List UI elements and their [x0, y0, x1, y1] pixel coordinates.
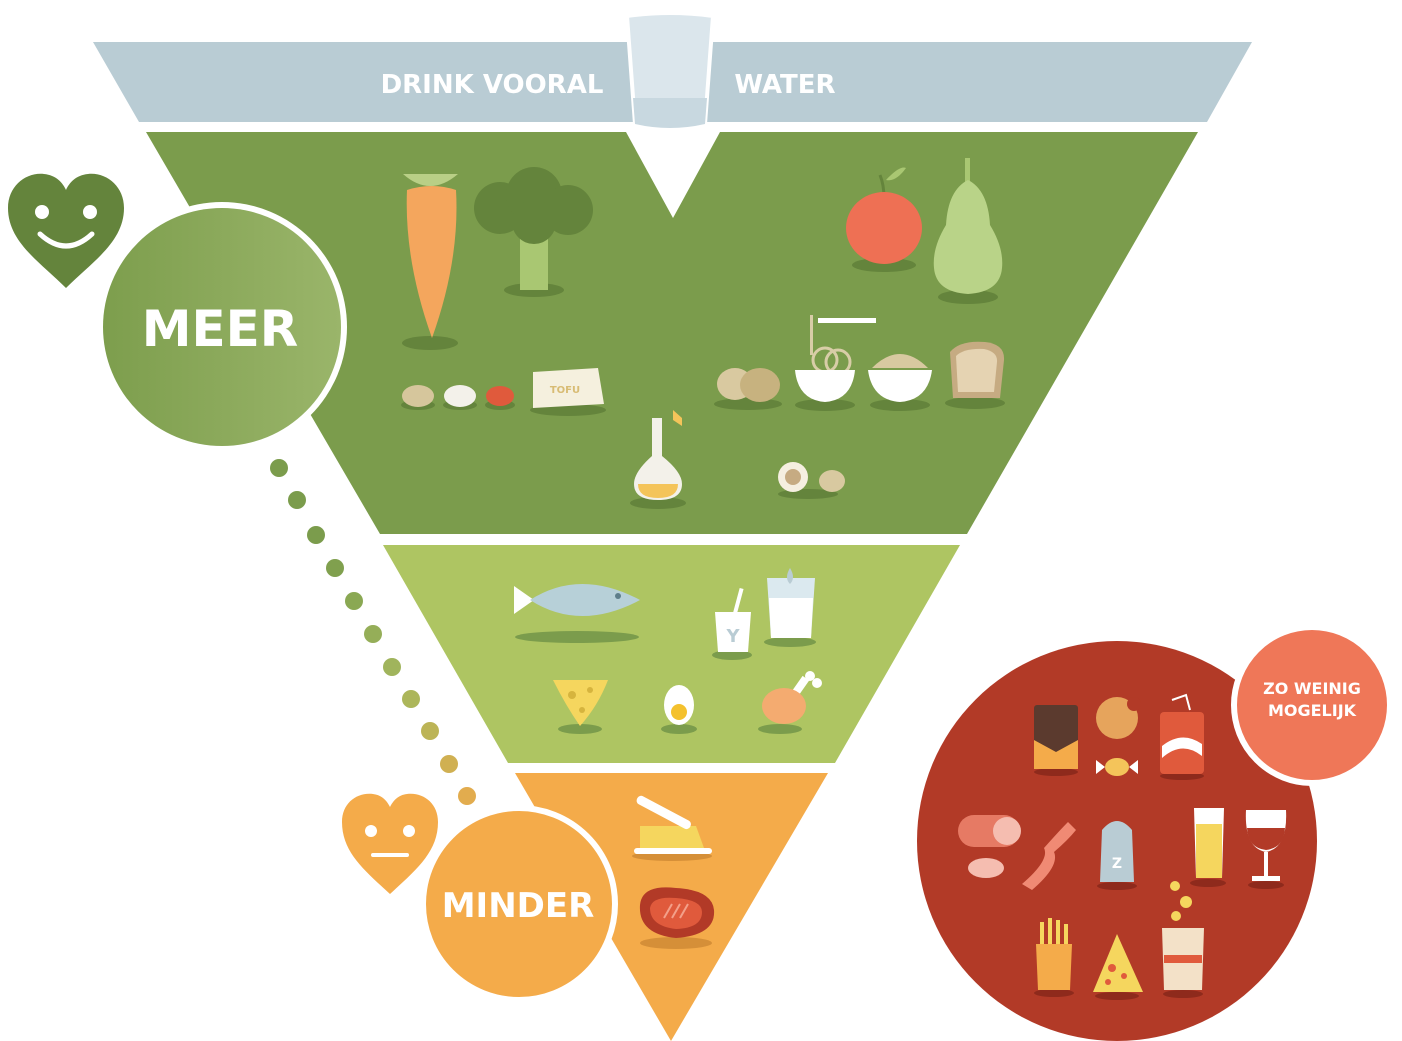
cookie-icon: [1096, 697, 1141, 739]
salt-label: Z: [1112, 856, 1122, 872]
rice-bowl-icon: [868, 354, 932, 411]
beans-icon: [401, 385, 515, 410]
steak-icon: [639, 887, 715, 949]
chocolate-icon: [1034, 705, 1078, 776]
chicken-leg-icon: [758, 671, 822, 734]
meer-circle: [97, 202, 347, 452]
tofu-label: TOFU: [550, 385, 580, 396]
minder-label: MINDER: [442, 886, 595, 926]
chips-icon: [1162, 881, 1204, 998]
sausage-icon: [958, 815, 1021, 878]
nuts-icon: [778, 462, 845, 499]
egg-icon: [661, 685, 697, 734]
wine-icon: [1245, 810, 1287, 889]
apple-icon: [846, 167, 922, 272]
zo-weinig-label-line1: ZO WEINIG: [1263, 679, 1361, 698]
pizza-icon: [1093, 934, 1143, 1000]
happy-heart-icon: [8, 173, 124, 288]
fish-icon: [514, 584, 640, 643]
water-left-text: DRINK VOORAL: [381, 70, 604, 100]
beer-icon: [1190, 808, 1226, 887]
carrot-icon: [402, 174, 458, 350]
pear-icon: [933, 158, 1003, 304]
fries-icon: [1034, 918, 1074, 997]
neutral-heart-icon: [342, 793, 438, 894]
yoghurt-label: Y: [725, 626, 740, 647]
bread-icon: [945, 341, 1005, 409]
cheese-icon: [553, 680, 608, 734]
water-glass-icon: [624, 11, 716, 130]
zo-weinig-badge: [1231, 624, 1393, 786]
meer-label: MEER: [142, 300, 299, 358]
candy-icon: [1096, 758, 1138, 776]
dotted-connector: [270, 459, 476, 805]
milk-glass-icon: [764, 568, 816, 647]
potatoes-icon: [714, 368, 782, 410]
minder-circle: [420, 805, 618, 1003]
pasta-bowl-icon: [795, 315, 876, 411]
salt-shaker-icon: Z: [1097, 821, 1137, 890]
tofu-icon: TOFU: [530, 368, 606, 416]
water-right-text: WATER: [734, 70, 835, 100]
broccoli-icon: [474, 167, 593, 297]
zo-weinig-label-line2: MOGELIJK: [1268, 701, 1357, 720]
yoghurt-icon: Y: [712, 587, 752, 660]
soda-can-icon: [1160, 693, 1204, 780]
oil-bottle-icon: [630, 410, 686, 509]
bacon-icon: [1022, 822, 1076, 890]
butter-icon: [632, 795, 712, 861]
